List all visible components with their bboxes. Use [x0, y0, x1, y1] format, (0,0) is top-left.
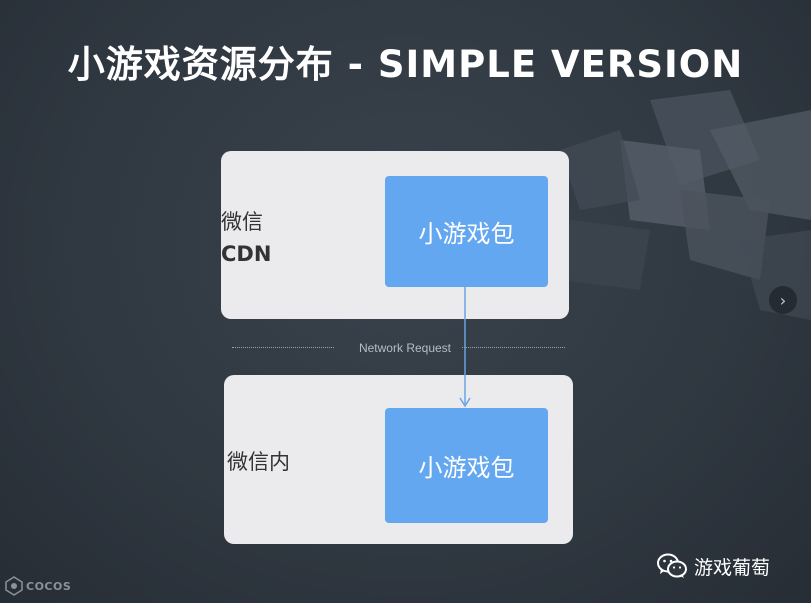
wechat-icon — [657, 553, 687, 578]
cdn-panel-label-line1: 微信 — [221, 210, 263, 234]
cocos-logo-icon — [5, 576, 23, 596]
local-game-package-label: 小游戏包 — [418, 454, 515, 482]
slide-title: 小游戏资源分布 - SIMPLE VERSION — [67, 43, 744, 86]
decorative-shapes — [560, 90, 811, 320]
local-game-package-box: 小游戏包 — [385, 408, 548, 523]
wechat-account-name: 游戏葡萄 — [694, 556, 771, 579]
download-arrow — [459, 286, 471, 408]
wechat-account-watermark: 游戏葡萄 — [656, 549, 770, 583]
wechat-internal-panel-label: 微信内 — [227, 450, 290, 474]
divider-left — [232, 347, 334, 348]
network-request-label: Network Request — [358, 341, 452, 355]
chevron-right-icon: › — [779, 290, 787, 310]
cdn-game-package-label: 小游戏包 — [418, 220, 515, 248]
next-slide-button[interactable]: › — [769, 286, 797, 314]
cocos-watermark: COCOS — [4, 574, 71, 598]
divider-right — [462, 347, 565, 348]
cocos-watermark-text: COCOS — [26, 579, 72, 593]
cdn-panel-label-line2: CDN — [221, 242, 272, 266]
cdn-game-package-box: 小游戏包 — [385, 176, 548, 287]
